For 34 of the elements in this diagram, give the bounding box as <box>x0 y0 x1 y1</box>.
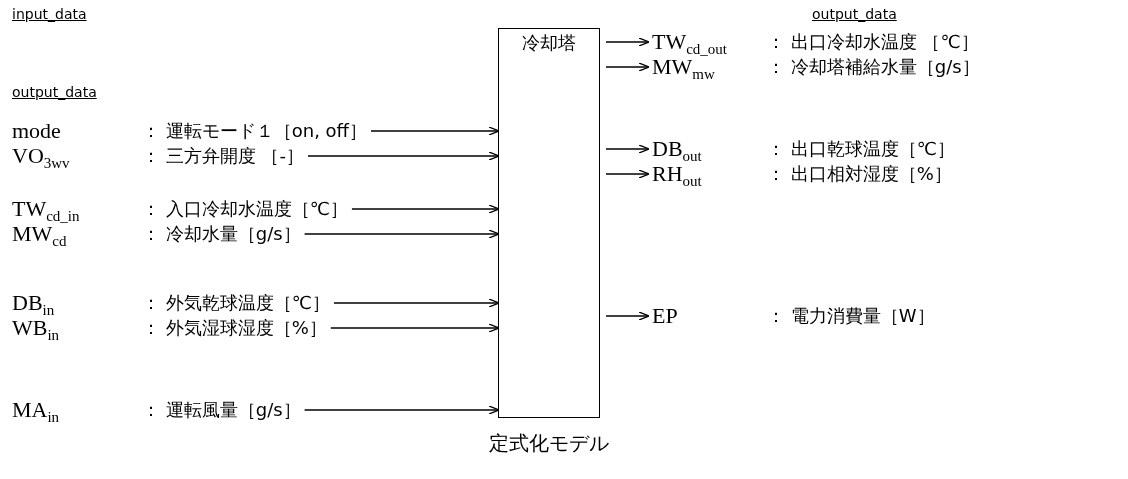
variable-description: ： 出口冷却水温度 ［℃］ <box>767 30 979 54</box>
variable-description: ： 三方弁開度 ［-］ <box>142 144 304 168</box>
variable-description: ： 外気湿球湿度［%］ <box>142 316 327 340</box>
arrow <box>303 405 500 415</box>
variable-description: ： 運転風量［g/s］ <box>142 398 301 422</box>
variable-description: ： 外気乾球温度［℃］ <box>142 291 330 315</box>
variable-description: ： 運転モード１［on, off］ <box>142 119 367 143</box>
section-heading: input_data <box>12 6 87 22</box>
variable-symbol: MA$_{in}$ <box>12 397 60 428</box>
model-box <box>498 28 600 418</box>
box-title: 冷却塔 <box>521 31 577 55</box>
variable-description: ： 電力消費量［W］ <box>767 304 935 328</box>
arrow <box>605 62 650 72</box>
arrow <box>307 151 500 161</box>
arrow <box>333 298 500 308</box>
variable-symbol: EP <box>652 303 678 329</box>
arrow <box>330 323 500 333</box>
arrow <box>351 204 500 214</box>
arrow <box>605 37 650 47</box>
variable-description: ： 入口冷却水温度［℃］ <box>142 197 348 221</box>
variable-description: ： 出口相対湿度［%］ <box>767 162 952 186</box>
arrow <box>605 144 650 154</box>
variable-description: ： 冷却水量［g/s］ <box>142 222 301 246</box>
arrow <box>605 311 650 321</box>
arrow <box>370 126 500 136</box>
arrow <box>605 169 650 179</box>
model-caption: 定式化モデル <box>488 430 610 457</box>
variable-symbol: mode <box>12 118 61 144</box>
section-heading: output_data <box>812 6 897 22</box>
section-heading: output_data <box>12 84 97 100</box>
variable-symbol: VO$_{3wv}$ <box>12 143 70 174</box>
arrow <box>303 229 500 239</box>
variable-description: ： 冷却塔補給水量［g/s］ <box>767 55 980 79</box>
variable-description: ： 出口乾球温度［℃］ <box>767 137 955 161</box>
